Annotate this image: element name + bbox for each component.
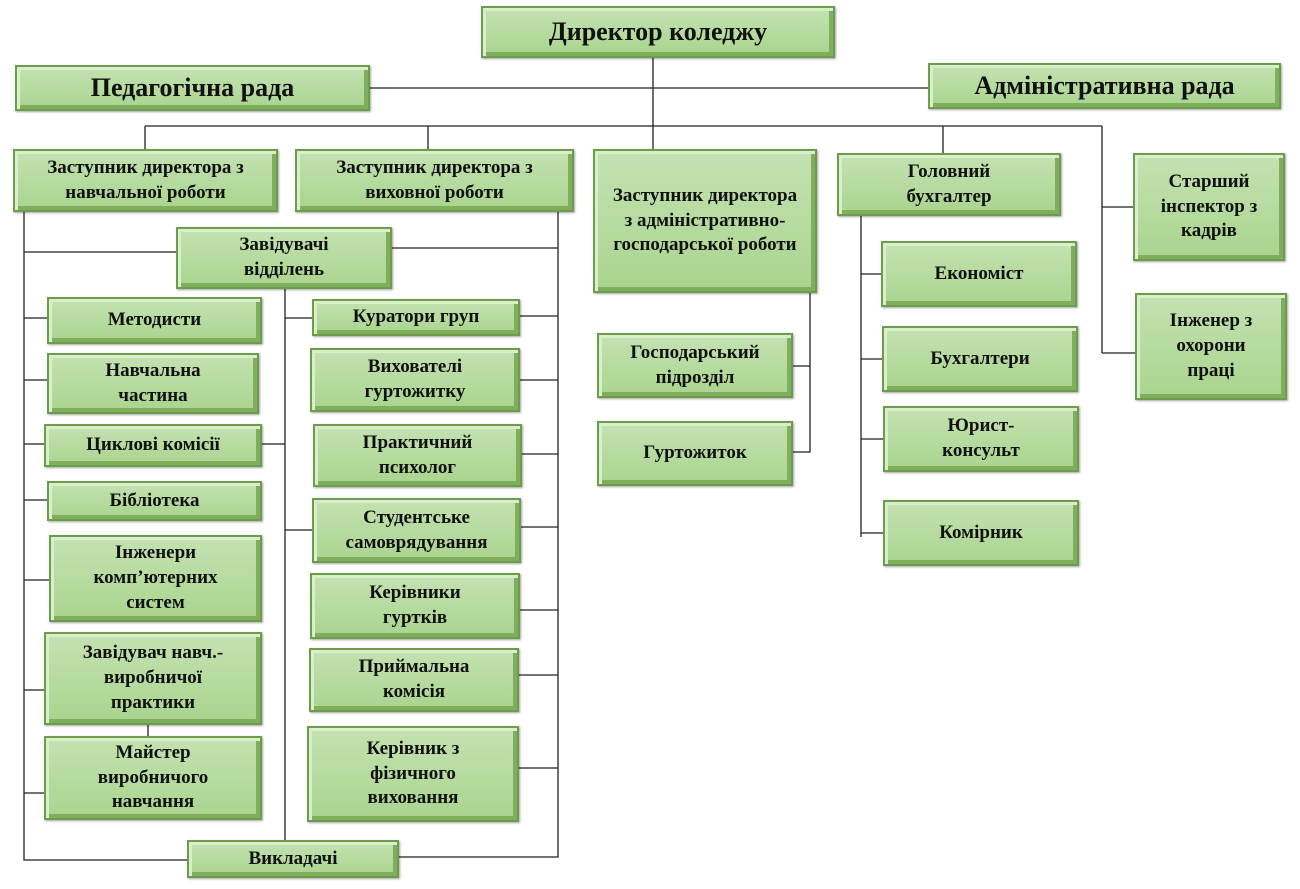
left-unit-box: Методисти [47,297,262,344]
middle-unit-box: Практичний психолог [313,424,522,487]
accounting-unit-box: Бухгалтери [882,326,1078,392]
admin-unit-box: Гуртожиток [597,421,793,486]
middle-unit-box: Вихователі гуртожитку [310,348,520,412]
middle-unit-box: Керівники гуртків [310,573,520,639]
middle-unit-box: Куратори груп [312,299,520,336]
teachers-box: Викладачі [187,840,399,878]
pedagogical-council-box: Педагогічна рада [15,65,370,111]
deputy-study-box: Заступник директора з навчальної роботи [13,149,278,212]
middle-unit-box: Керівник з фізичного виховання [307,726,519,822]
left-unit-box: Майстер виробничого навчання [44,736,262,820]
deputy-education-box: Заступник директора з виховної роботи [295,149,574,212]
director-box: Директор коледжу [481,6,835,58]
left-unit-box: Завідувач навч.-виробничої практики [44,632,262,725]
left-unit-box: Навчальна частина [47,353,259,414]
middle-unit-box: Приймальна комісія [309,648,519,712]
accounting-unit-box: Комірник [883,500,1079,566]
admin-unit-box: Господарський підрозділ [597,333,793,398]
department-heads-box: Завідувачі відділень [176,227,392,289]
hr-inspector-box: Старший інспектор з кадрів [1133,153,1285,261]
left-unit-box: Інженери комп’ютерних систем [49,535,262,622]
left-unit-box: Циклові комісії [44,424,262,467]
accounting-unit-box: Юрист-консульт [883,406,1079,472]
deputy-admin-box: Заступник директора з адміністративно-го… [593,149,817,293]
administrative-council-box: Адміністративна рада [928,63,1281,109]
accounting-unit-box: Економіст [881,241,1077,307]
left-unit-box: Бібліотека [47,481,262,521]
safety-engineer-box: Інженер з охорони праці [1135,293,1287,400]
chief-accountant-box: Головний бухгалтер [837,153,1061,216]
middle-unit-box: Студентське самоврядування [312,498,521,563]
